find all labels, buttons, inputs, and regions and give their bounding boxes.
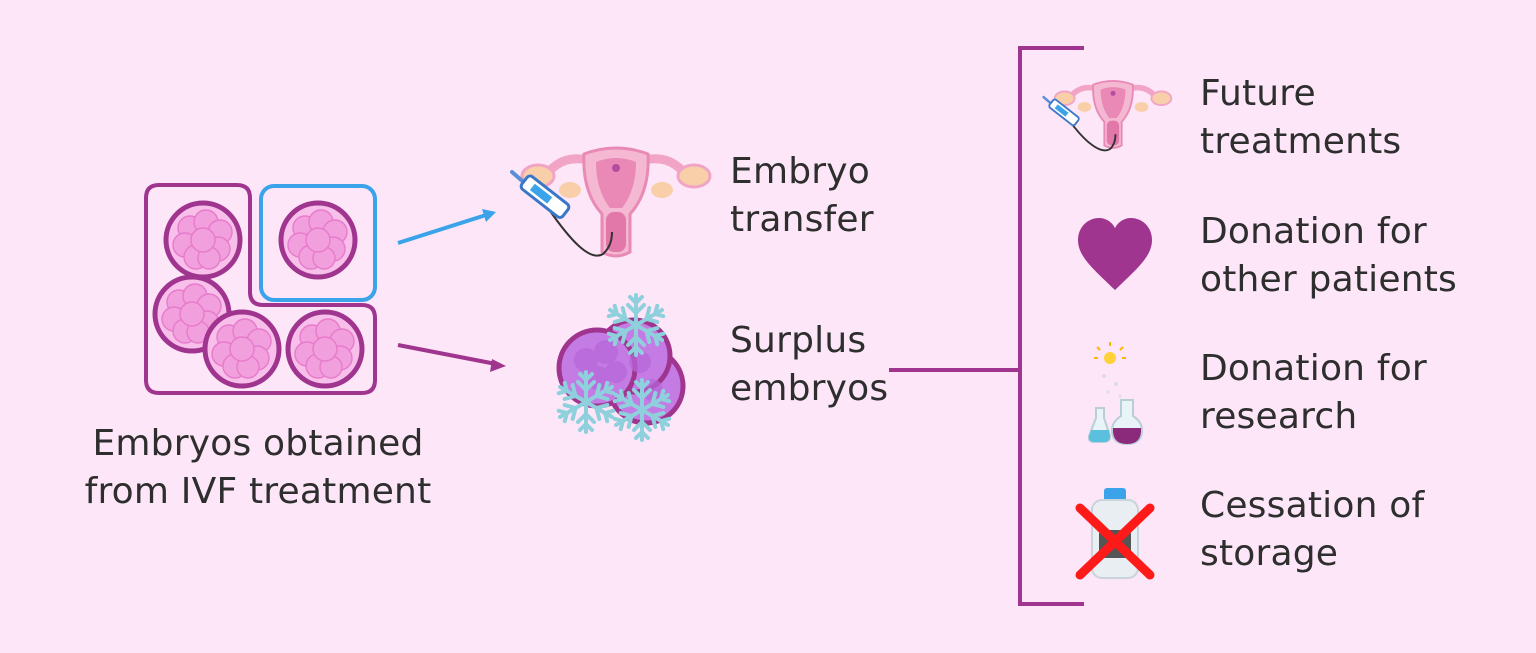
option-label-line2: other patients bbox=[1200, 259, 1458, 300]
source-label-line1: Embryos obtained bbox=[92, 423, 424, 464]
option-label-line1: Donation for bbox=[1200, 211, 1427, 252]
option-label-line1: Future bbox=[1200, 73, 1316, 114]
option-donation-patients: Donation for other patients bbox=[1200, 208, 1457, 304]
crossed-tank-icon bbox=[1075, 488, 1155, 580]
lab-flask-icon bbox=[1087, 342, 1144, 446]
frozen-embryos-icon bbox=[556, 295, 686, 440]
surplus-label-line1: Surplus bbox=[730, 320, 867, 361]
arrow-to-transfer bbox=[397, 209, 496, 245]
embryo-icon bbox=[288, 312, 362, 386]
uterus-syringe-icon bbox=[1042, 81, 1172, 152]
source-label-line2: from IVF treatment bbox=[84, 471, 432, 512]
embryo-group bbox=[144, 183, 377, 395]
embryo-icon bbox=[281, 203, 355, 277]
arrow-to-surplus bbox=[397, 343, 506, 372]
option-label-line1: Cessation of bbox=[1200, 485, 1425, 526]
heart-icon bbox=[1078, 218, 1152, 290]
transfer-label: Embryo transfer bbox=[730, 148, 874, 244]
surplus-label-line2: embryos bbox=[730, 368, 889, 409]
uterus-syringe-icon bbox=[510, 148, 710, 256]
option-future-treatments: Future treatments bbox=[1200, 70, 1401, 166]
options-bracket bbox=[889, 46, 1084, 606]
selected-embryo-frame bbox=[259, 184, 377, 302]
transfer-label-line1: Embryo bbox=[730, 151, 870, 192]
surplus-label: Surplus embryos bbox=[730, 317, 888, 413]
embryo-icon bbox=[205, 312, 279, 386]
transfer-label-line2: transfer bbox=[730, 199, 874, 240]
option-label-line1: Donation for bbox=[1200, 348, 1427, 389]
l-shaped-frame bbox=[144, 183, 377, 395]
option-donation-research: Donation for research bbox=[1200, 345, 1427, 441]
option-label-line2: research bbox=[1200, 396, 1358, 437]
option-label-line2: storage bbox=[1200, 533, 1339, 574]
option-cessation-storage: Cessation of storage bbox=[1200, 482, 1424, 578]
source-label: Embryos obtained from IVF treatment bbox=[78, 420, 438, 516]
option-label-line2: treatments bbox=[1200, 121, 1402, 162]
embryo-icon bbox=[166, 203, 240, 277]
